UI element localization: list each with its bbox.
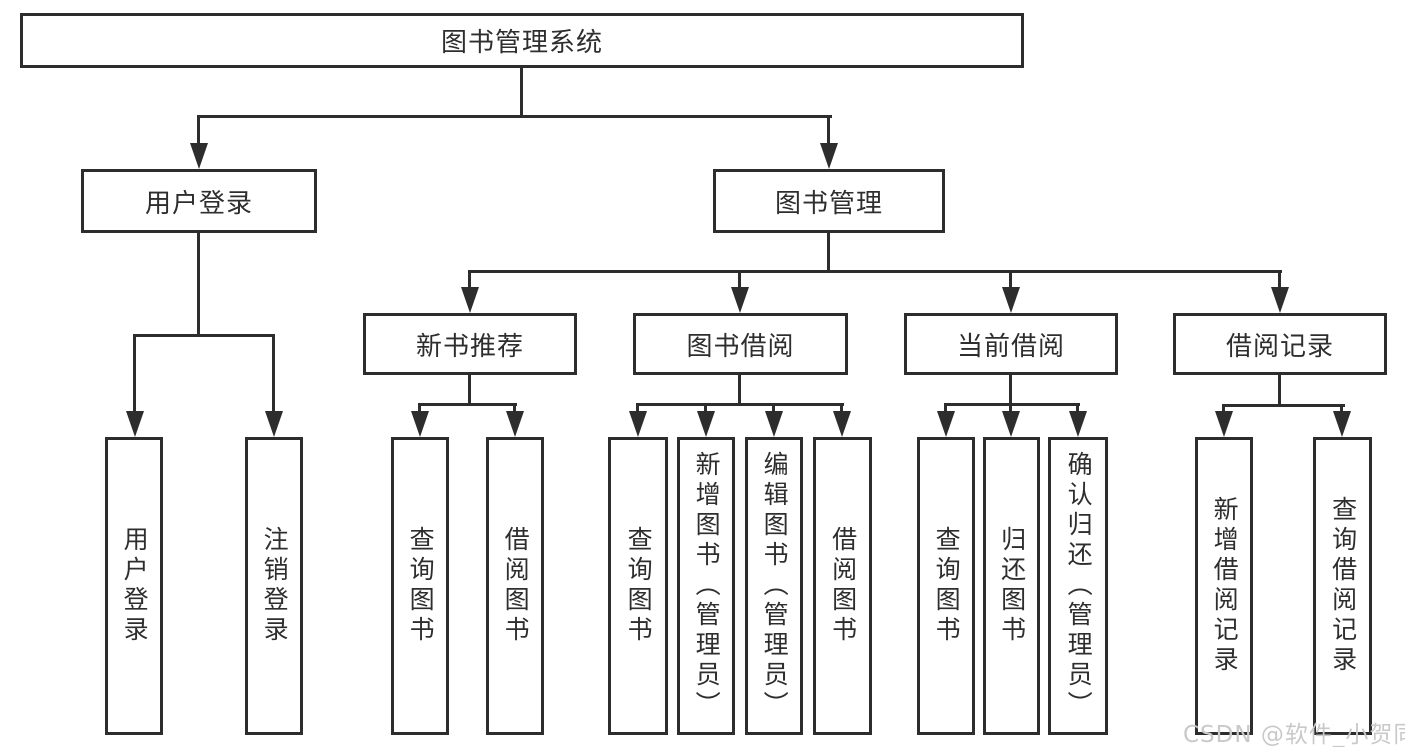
- node-label: 新增借阅记录: [1210, 496, 1240, 676]
- node-label: 新书推荐: [415, 331, 524, 362]
- node-new-book-recommendation: 新书推荐: [363, 313, 577, 375]
- connector-stem-line: [1278, 375, 1281, 407]
- arrowhead-down-icon: [937, 411, 955, 437]
- arrowhead-down-icon: [411, 411, 429, 437]
- node-borrowing-records: 借阅记录: [1173, 313, 1387, 375]
- arrowhead-down-icon: [126, 411, 144, 437]
- connector-drop-line: [513, 403, 516, 417]
- connector-bar-line: [637, 403, 844, 406]
- connector-bar-line: [419, 403, 517, 406]
- connector-bar-line: [945, 403, 1080, 406]
- arrowhead-down-icon: [1215, 411, 1233, 437]
- connector-stem-line: [827, 232, 830, 273]
- node-label: 当前借阅: [956, 331, 1065, 362]
- connector-drop-line: [197, 115, 200, 149]
- node-label: 归还图书: [997, 526, 1027, 646]
- arrowhead-down-icon: [1002, 287, 1020, 313]
- node-label: 编辑图书（管理员）: [760, 451, 790, 721]
- connector-drop-line: [1076, 403, 1079, 417]
- node-label: 借阅图书: [501, 526, 531, 646]
- connector-drop-line: [468, 270, 471, 293]
- node-label: 查询图书: [624, 526, 654, 646]
- connector-bar-line: [198, 115, 832, 118]
- arrowhead-down-icon: [1002, 411, 1020, 437]
- node-label: 借阅图书: [828, 526, 858, 646]
- node-current-borrowing: 当前借阅: [904, 313, 1118, 375]
- connector-drop-line: [272, 334, 275, 417]
- leaf-query-books-recommend: 查询图书: [391, 437, 449, 735]
- connector-drop-line: [738, 270, 741, 293]
- arrowhead-down-icon: [1333, 411, 1351, 437]
- leaf-add-borrow-record: 新增借阅记录: [1195, 437, 1253, 735]
- arrowhead-down-icon: [820, 143, 838, 169]
- connector-drop-line: [704, 403, 707, 417]
- leaf-query-borrow-record: 查询借阅记录: [1313, 437, 1372, 735]
- node-book-borrowing: 图书借阅: [633, 313, 848, 375]
- connector-bar-line: [1223, 404, 1345, 407]
- arrowhead-down-icon: [190, 143, 208, 169]
- connector-stem-line: [738, 375, 741, 406]
- connector-drop-line: [944, 403, 947, 417]
- connector-drop-line: [1340, 404, 1343, 417]
- node-label: 注销登录: [260, 526, 290, 646]
- connector-drop-line: [133, 334, 136, 417]
- node-user-login: 用户登录: [81, 169, 317, 233]
- arrowhead-down-icon: [461, 287, 479, 313]
- leaf-query-books-borrow: 查询图书: [608, 437, 668, 735]
- leaf-user-login: 用户登录: [105, 437, 163, 735]
- node-label: 用户登录: [120, 526, 150, 646]
- connector-bar-line: [134, 334, 275, 337]
- connector-drop-line: [1009, 270, 1012, 293]
- node-label: 新增图书（管理员）: [692, 451, 722, 721]
- leaf-borrow-books-recommend: 借阅图书: [486, 437, 544, 735]
- node-book-management: 图书管理: [713, 169, 945, 233]
- node-label: 查询借阅记录: [1328, 496, 1358, 676]
- leaf-add-books-admin: 新增图书（管理员）: [677, 437, 735, 735]
- arrowhead-down-icon: [765, 411, 783, 437]
- node-library-management-system: 图书管理系统: [20, 13, 1024, 68]
- node-label: 图书借阅: [686, 331, 795, 362]
- node-label: 查询图书: [406, 526, 436, 646]
- node-label: 查询图书: [932, 526, 962, 646]
- leaf-return-books: 归还图书: [983, 437, 1040, 735]
- connector-stem-line: [197, 232, 200, 337]
- node-label: 用户登录: [144, 188, 253, 219]
- connector-drop-line: [827, 115, 830, 149]
- connector-drop-line: [418, 403, 421, 417]
- csdn-watermark: CSDN @软件_小贺同学: [1183, 722, 1405, 747]
- node-label: 图书管理系统: [440, 28, 603, 58]
- arrowhead-down-icon: [697, 411, 715, 437]
- arrowhead-down-icon: [629, 411, 647, 437]
- connector-drop-line: [1009, 403, 1012, 417]
- arrowhead-down-icon: [1069, 411, 1087, 437]
- leaf-confirm-return-admin: 确认归还（管理员）: [1048, 437, 1108, 735]
- node-label: 图书管理: [774, 188, 883, 219]
- connector-stem-line: [520, 68, 523, 118]
- leaf-query-books-current: 查询图书: [917, 437, 975, 735]
- connector-drop-line: [636, 403, 639, 417]
- arrowhead-down-icon: [731, 287, 749, 313]
- connector-bar-line: [469, 270, 1282, 273]
- connector-stem-line: [468, 375, 471, 406]
- node-label: 借阅记录: [1225, 331, 1334, 362]
- leaf-edit-books-admin: 编辑图书（管理员）: [745, 437, 803, 735]
- arrowhead-down-icon: [833, 411, 851, 437]
- arrowhead-down-icon: [506, 411, 524, 437]
- connector-drop-line: [772, 403, 775, 417]
- leaf-logout: 注销登录: [245, 437, 303, 735]
- arrowhead-down-icon: [1271, 287, 1289, 313]
- node-label: 确认归还（管理员）: [1064, 451, 1094, 721]
- arrowhead-down-icon: [265, 411, 283, 437]
- connector-stem-line: [1009, 375, 1012, 406]
- connector-drop-line: [1222, 404, 1225, 417]
- connector-drop-line: [1278, 270, 1281, 293]
- leaf-borrow-books: 借阅图书: [813, 437, 872, 735]
- connector-drop-line: [840, 403, 843, 417]
